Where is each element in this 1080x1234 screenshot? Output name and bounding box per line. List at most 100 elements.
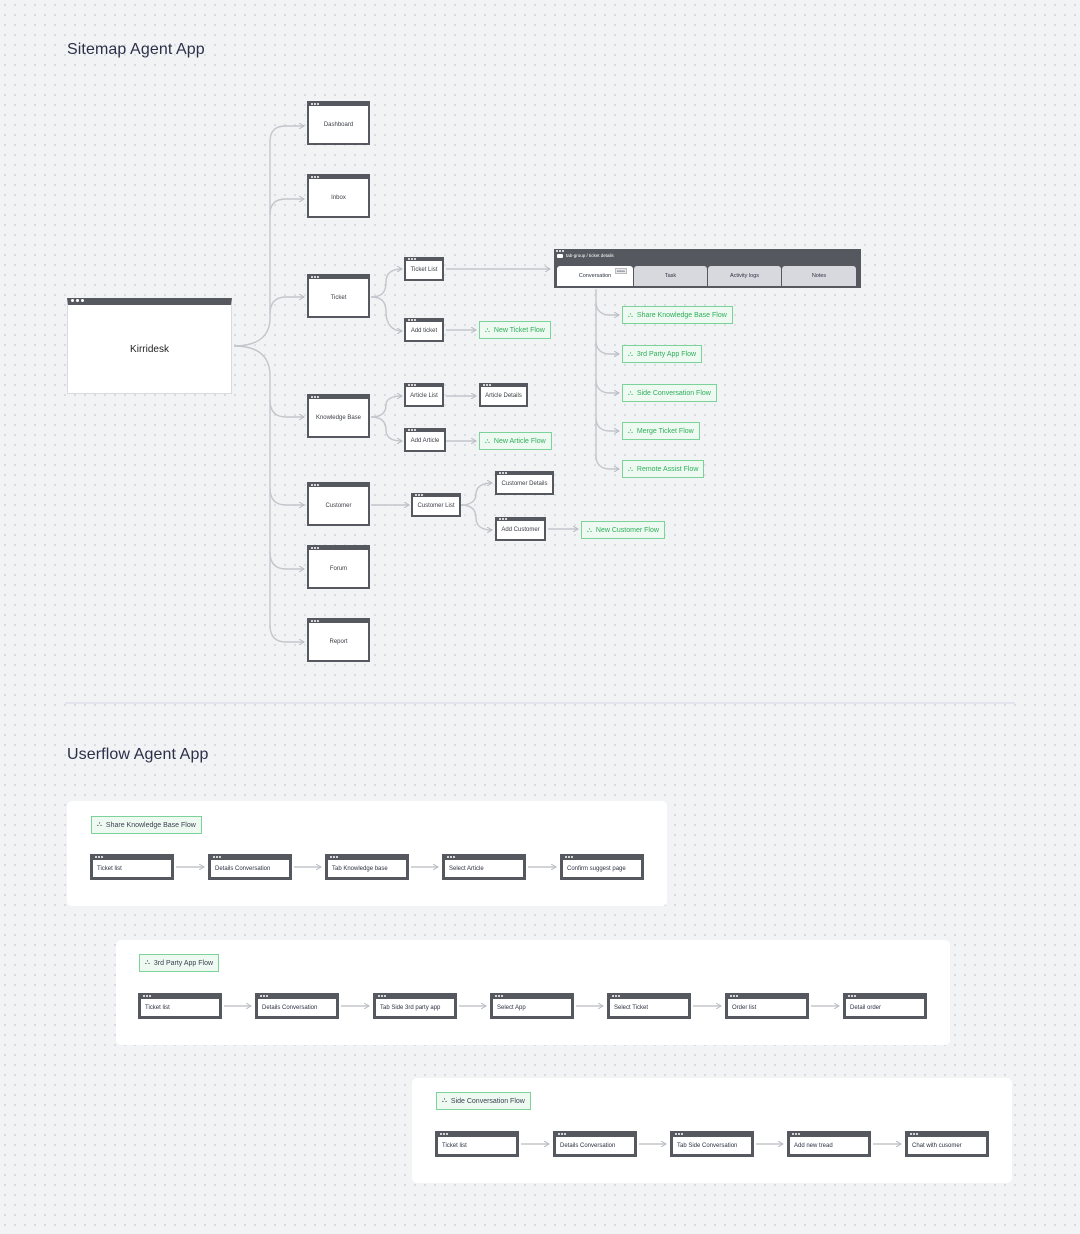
userflow-step: Select Ticket	[607, 993, 691, 1019]
node-label: Forum	[329, 565, 348, 572]
tab-task[interactable]: Task	[634, 266, 707, 286]
window-dots-icon	[95, 854, 103, 860]
node-label: Inbox	[331, 194, 346, 201]
node-article-list: Article List	[404, 383, 444, 407]
flow-branch-icon: ⛬	[587, 526, 592, 534]
step-label: Select App	[497, 1004, 526, 1011]
flow-label: Merge Ticket Flow	[636, 427, 694, 435]
node-label: Customer	[325, 502, 352, 509]
node-report: Report	[307, 618, 370, 662]
node-label: Ticket	[330, 294, 347, 301]
userflow-step: Order list	[725, 993, 809, 1019]
step-label: Confirm suggest page	[567, 865, 626, 872]
node-add-ticket: Add ticket	[404, 318, 444, 342]
window-dots-icon	[792, 1131, 800, 1137]
userflow-step: Ticket list	[90, 854, 174, 880]
flow-branch-icon: ⛬	[442, 1097, 447, 1104]
userflow-step: Confirm suggest page	[560, 854, 644, 880]
userflow-step: Tab Side Conversation	[670, 1131, 754, 1157]
userflow-name: Side Conversation Flow	[450, 1097, 525, 1105]
flow-remote-assist[interactable]: ⛬ Remote Assist Flow	[622, 460, 705, 478]
flow-new-customer[interactable]: ⛬ New Customer Flow	[581, 521, 665, 539]
step-label: Add new tread	[794, 1142, 833, 1149]
tab-conversation[interactable]: Conversation Active	[557, 266, 633, 286]
window-dots-icon	[311, 274, 319, 279]
step-label: Select Article	[449, 865, 484, 872]
step-label: Details Conversation	[262, 1004, 318, 1011]
window-dots-icon	[311, 482, 319, 487]
flow-label: Side Conversation Flow	[636, 389, 711, 397]
flow-3rd-party-app[interactable]: ⛬ 3rd Party App Flow	[622, 345, 703, 363]
step-label: Ticket list	[145, 1004, 170, 1011]
flow-branch-icon: ⛬	[628, 350, 633, 358]
root-label: Kirridesk	[130, 343, 169, 355]
window-dots-icon	[260, 993, 268, 999]
active-badge: Active	[614, 268, 627, 274]
node-label: Add ticket	[410, 328, 438, 334]
userflow-step: Ticket list	[435, 1131, 519, 1157]
node-forum: Forum	[307, 545, 370, 589]
node-label: Dashboard	[323, 121, 354, 128]
flow-branch-icon: ⛬	[628, 427, 633, 435]
window-dots-icon	[730, 993, 738, 999]
tab-label: Conversation	[578, 273, 612, 279]
userflow-step: Tab Side 3rd party app	[373, 993, 457, 1019]
flow-branch-icon: ⛬	[628, 311, 633, 319]
step-label: Tab Side 3rd party app	[380, 1004, 441, 1011]
window-dots-icon	[415, 493, 423, 497]
node-article-details: Article Details	[479, 383, 528, 407]
step-label: Details Conversation	[560, 1142, 616, 1149]
node-label: Knowledge Base	[315, 414, 362, 421]
flow-share-knowledge-base[interactable]: ⛬ Share Knowledge Base Flow	[622, 306, 733, 324]
userflow-step: Ticket list	[138, 993, 222, 1019]
root-node: Kirridesk	[67, 298, 232, 394]
window-dots-icon	[408, 383, 416, 387]
window-dots-icon	[447, 854, 455, 860]
step-label: Select Ticket	[614, 1004, 649, 1011]
step-label: Chat with cusomer	[912, 1142, 962, 1149]
flow-new-ticket[interactable]: ⛬ New Ticket Flow	[479, 321, 551, 339]
node-customer: Customer	[307, 482, 370, 526]
node-label: Ticket List	[410, 267, 438, 273]
window-dots-icon	[499, 471, 507, 475]
step-label: Ticket list	[442, 1142, 467, 1149]
flow-new-article[interactable]: ⛬ New Article Flow	[479, 432, 552, 450]
step-label: Details Conversation	[215, 865, 271, 872]
userflow-tag: ⛬ Share Knowledge Base Flow	[91, 816, 202, 834]
flow-label: 3rd Party App Flow	[636, 350, 697, 358]
node-add-customer: Add Customer	[495, 517, 546, 541]
window-dots-icon	[910, 1131, 918, 1137]
ticket-details-window: tab-group / ticket details Conversation …	[554, 249, 861, 288]
tab-notes[interactable]: Notes	[782, 266, 856, 286]
userflow-step: Details Conversation	[255, 993, 339, 1019]
userflow-step: Details Conversation	[553, 1131, 637, 1157]
flow-label: Share Knowledge Base Flow	[636, 311, 727, 319]
window-dots-icon	[378, 993, 386, 999]
tab-activity-logs[interactable]: Activity logs	[708, 266, 781, 286]
node-ticket: Ticket	[307, 274, 370, 318]
window-dots-icon	[612, 993, 620, 999]
flow-side-conversation[interactable]: ⛬ Side Conversation Flow	[622, 384, 717, 402]
userflow-tag: ⛬ 3rd Party App Flow	[139, 954, 220, 972]
window-dots-icon	[213, 854, 221, 860]
userflow-name: Share Knowledge Base Flow	[105, 821, 196, 829]
window-dots-icon	[675, 1131, 683, 1137]
node-label: Article List	[410, 393, 438, 399]
window-dots-icon	[558, 1131, 566, 1137]
step-label: Detail order	[850, 1004, 882, 1011]
node-customer-details: Customer Details	[495, 471, 554, 495]
window-dots-icon	[499, 517, 507, 521]
flow-label: New Customer Flow	[595, 526, 659, 534]
userflow-name: 3rd Party App Flow	[153, 959, 214, 967]
node-knowledge-base: Knowledge Base	[307, 394, 370, 438]
flow-merge-ticket[interactable]: ⛬ Merge Ticket Flow	[622, 422, 700, 440]
window-dots-icon	[495, 993, 503, 999]
window-dots-icon	[565, 854, 573, 860]
node-inbox: Inbox	[307, 174, 370, 218]
node-label: Add Article	[410, 438, 440, 444]
flow-branch-icon: ⛬	[145, 959, 150, 966]
flow-label: Remote Assist Flow	[636, 465, 699, 473]
flow-branch-icon: ⛬	[485, 326, 490, 334]
tab-label: Notes	[811, 273, 827, 279]
